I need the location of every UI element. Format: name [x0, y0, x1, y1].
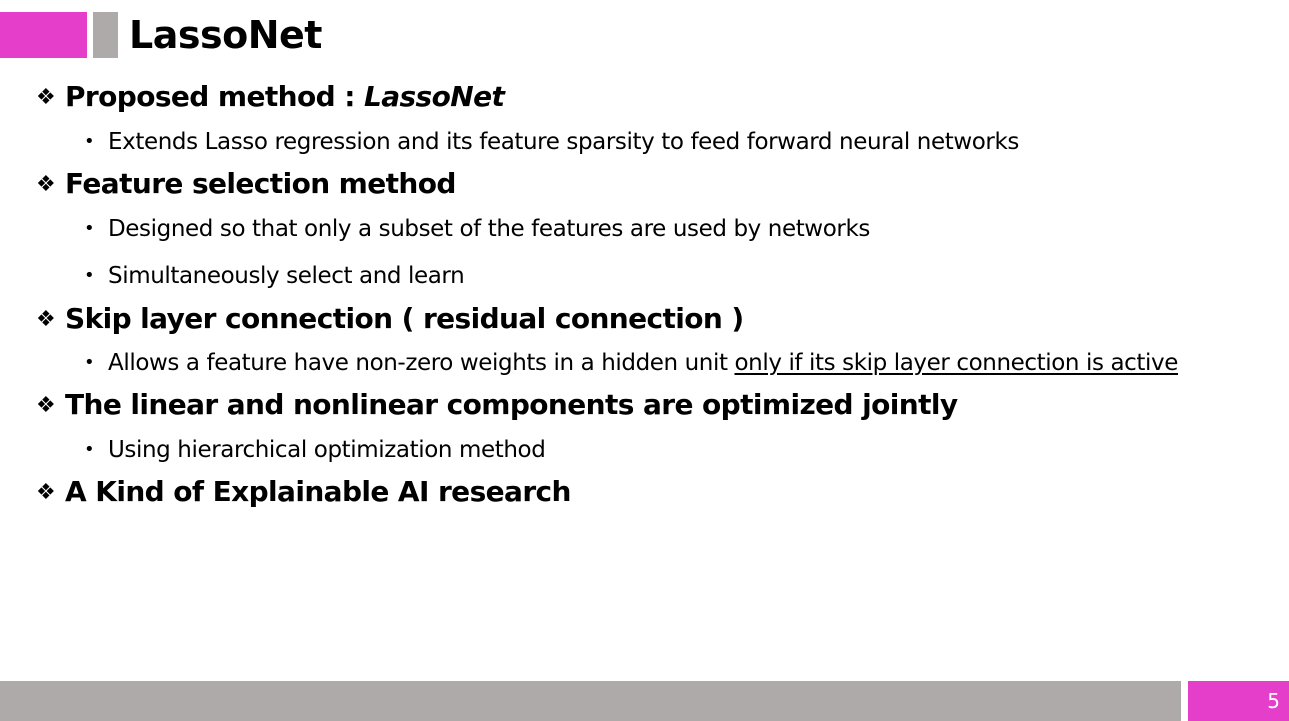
sub-bullet-simultaneously: • Simultaneously select and learn [84, 261, 465, 291]
bullet-text: The linear and nonlinear components are … [65, 388, 958, 421]
sub-bullet-allows-feature: • Allows a feature have non-zero weights … [84, 348, 1178, 378]
sub-bullet-text: Using hierarchical optimization method [108, 437, 546, 463]
bullet-text: Proposed method : [65, 80, 364, 113]
sub-bullet-designed-subset: • Designed so that only a subset of the f… [84, 214, 870, 244]
sub-bullet-text: Designed so that only a subset of the fe… [108, 216, 870, 242]
diamond-bullet-icon: ❖ [36, 393, 56, 418]
page-number-box: 5 [1188, 681, 1289, 721]
dot-bullet-icon: • [84, 265, 95, 286]
bullet-text: Skip layer connection ( residual connect… [65, 302, 744, 335]
footer-bar [0, 681, 1181, 721]
sub-bullet-underlined-text: only if its skip layer connection is act… [734, 350, 1178, 376]
page-number: 5 [1267, 689, 1280, 713]
dot-bullet-icon: • [84, 439, 95, 460]
diamond-bullet-icon: ❖ [36, 85, 56, 110]
bullet-text: A Kind of Explainable AI research [65, 475, 571, 508]
sub-bullet-text: Extends Lasso regression and its feature… [108, 129, 1019, 155]
diamond-bullet-icon: ❖ [36, 307, 56, 332]
diamond-bullet-icon: ❖ [36, 480, 56, 505]
bullet-explainable-ai: ❖ A Kind of Explainable AI research [36, 475, 571, 510]
slide-title: LassoNet [129, 13, 322, 57]
bullet-linear-nonlinear: ❖ The linear and nonlinear components are… [36, 388, 958, 423]
bullet-feature-selection: ❖ Feature selection method [36, 167, 456, 202]
dot-bullet-icon: • [84, 131, 95, 152]
sub-bullet-text: Simultaneously select and learn [108, 263, 465, 289]
diamond-bullet-icon: ❖ [36, 172, 56, 197]
bullet-text: Feature selection method [65, 167, 456, 200]
bullet-emphasis: LassoNet [363, 80, 505, 113]
title-accent-block [0, 12, 87, 58]
sub-bullet-extends-lasso: • Extends Lasso regression and its featur… [84, 127, 1019, 157]
bullet-skip-layer: ❖ Skip layer connection ( residual connec… [36, 302, 744, 337]
dot-bullet-icon: • [84, 352, 95, 373]
sub-bullet-hierarchical: • Using hierarchical optimization method [84, 435, 546, 465]
title-gray-block [93, 12, 118, 58]
bullet-proposed-method: ❖ Proposed method : LassoNet [36, 80, 505, 115]
sub-bullet-text: Allows a feature have non-zero weights i… [108, 350, 735, 376]
dot-bullet-icon: • [84, 218, 95, 239]
